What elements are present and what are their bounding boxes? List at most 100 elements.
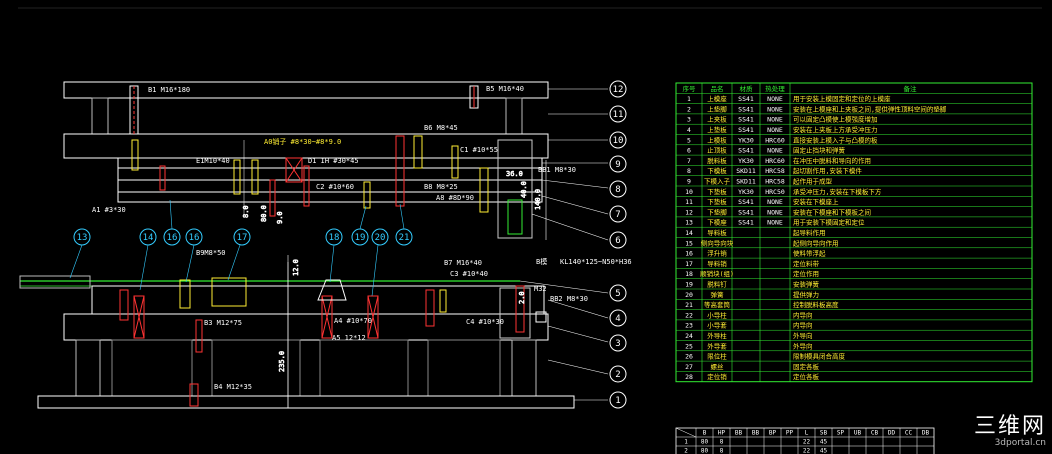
plate-stripper bbox=[117, 191, 543, 203]
label-d1: D1 IH #30*45 bbox=[308, 157, 359, 165]
callout-19: 19 bbox=[351, 205, 369, 246]
label-b6: B6 M8*45 bbox=[424, 124, 458, 132]
bom-cell: HRC60 bbox=[765, 136, 785, 144]
bom-cell: 9 bbox=[687, 178, 691, 186]
label-b4: B4 M12*35 bbox=[214, 383, 252, 391]
bom-header-cell: 序号 bbox=[683, 84, 697, 93]
callout-17: 17 bbox=[227, 228, 251, 281]
bom-cell: 1 bbox=[687, 95, 691, 103]
svg-text:21: 21 bbox=[399, 233, 410, 243]
bom-cell: NONE bbox=[767, 95, 783, 103]
bom-cell: 小导柱 bbox=[707, 310, 727, 319]
callout-21: 21 bbox=[395, 203, 413, 246]
bom-cell: 8 bbox=[687, 167, 691, 175]
svg-text:6: 6 bbox=[615, 236, 620, 246]
upper-spacer-left bbox=[91, 97, 109, 135]
strip-stock bbox=[19, 275, 91, 289]
callouts-right: 12 11 10 9 8 7 6 5 4 3 2 1 bbox=[609, 80, 627, 409]
svg-text:1: 1 bbox=[615, 396, 620, 406]
bom-note-cell: 提供弹力 bbox=[793, 290, 819, 299]
callout-18: 18 bbox=[325, 228, 343, 283]
bom-cell: 下垫板 bbox=[707, 197, 727, 206]
bom-cell: 18 bbox=[685, 270, 693, 278]
svg-text:7: 7 bbox=[615, 210, 620, 220]
lower-spacer-left bbox=[75, 339, 101, 397]
bom-cell: 顺销块(组) bbox=[700, 269, 734, 278]
callout-2: 2 bbox=[609, 365, 627, 383]
bom-cell: 下模座 bbox=[707, 218, 727, 227]
callout-9: 9 bbox=[609, 155, 627, 173]
param-header-cell: PP bbox=[786, 430, 794, 437]
bom-cell: 2 bbox=[687, 105, 691, 113]
bom-note-cell: 直接安装上模入子与凸模的板 bbox=[793, 135, 878, 144]
bom-cell: 4 bbox=[687, 126, 691, 134]
bom-cell: YK30 bbox=[738, 136, 754, 144]
bom-cell: SS41 bbox=[738, 208, 754, 216]
bom-note-cell: 承受冲压力,安装在下模板下方 bbox=[793, 187, 882, 196]
bom-note-cell: 可以固定凸模使上模强度增加 bbox=[793, 115, 878, 124]
bom-cell: 7 bbox=[687, 157, 691, 165]
callout-11: 11 bbox=[609, 105, 627, 123]
bom-note-cell: 在冲压中脱料和导向的作用 bbox=[793, 156, 871, 165]
bom-cell: 25 bbox=[685, 342, 693, 350]
bom-cell: HRC50 bbox=[765, 188, 785, 196]
bom-cell: 下垫板 bbox=[707, 187, 727, 196]
label-a1: A1 #3*30 bbox=[92, 206, 126, 214]
bom-cell: 3 bbox=[687, 116, 691, 124]
bom-cell: 等高套筒 bbox=[704, 300, 731, 309]
svg-text:19: 19 bbox=[355, 233, 366, 243]
bom-cell: YK30 bbox=[738, 188, 754, 196]
bom-note-cell: 起侧向导向作用 bbox=[793, 238, 839, 247]
bom-cell: 上夹板 bbox=[707, 115, 727, 124]
bom-note-cell: 用于安装上模固定和定位的上模座 bbox=[793, 94, 891, 103]
label-bb1: BB1 M8*30 bbox=[538, 166, 576, 174]
param-header-cell: BB bbox=[735, 430, 743, 437]
callout-6: 6 bbox=[609, 231, 627, 249]
bom-cell: NONE bbox=[767, 208, 783, 216]
bom-cell: SKD11 bbox=[736, 167, 756, 175]
bom-cell: 12 bbox=[685, 208, 693, 216]
bom-note-cell: 安装在上模座和上夹板之间,提供弹性顶料空间的垫脚 bbox=[793, 104, 947, 113]
param-cell: 80 bbox=[701, 439, 709, 446]
param-header-cell: HP bbox=[718, 430, 726, 437]
watermark-url: 3dportal.cn bbox=[994, 438, 1046, 448]
die-section bbox=[19, 81, 575, 409]
bom-cell: 21 bbox=[685, 301, 693, 309]
param-cell: 22 bbox=[803, 448, 811, 454]
dim-140: 140.0 bbox=[534, 189, 542, 210]
svg-text:14: 14 bbox=[143, 233, 154, 243]
dim-80a: 8.0 bbox=[242, 205, 250, 218]
guide-right-lower bbox=[499, 287, 531, 339]
param-cell: 45 bbox=[820, 448, 828, 454]
label-c2: C2 #10*60 bbox=[316, 183, 354, 191]
svg-text:9: 9 bbox=[615, 160, 620, 170]
bom-note-cell: 安装弹簧 bbox=[793, 280, 820, 289]
param-cell: 8 bbox=[720, 439, 724, 446]
svg-text:12: 12 bbox=[613, 85, 624, 95]
param-header-cell: UB bbox=[854, 430, 862, 437]
bom-cell: 20 bbox=[685, 291, 693, 299]
bom-note-cell: 使料带浮起 bbox=[793, 249, 826, 258]
callout-4: 4 bbox=[609, 309, 627, 327]
bom-cell: 上垫板 bbox=[707, 125, 727, 134]
callout-5: 5 bbox=[609, 284, 627, 302]
bom-cell: 上垫脚 bbox=[707, 104, 727, 113]
part-labels: B1 M16*180 B5 M16*40 A0销子 #8*30~#8*9.0 B… bbox=[92, 85, 632, 391]
param-header-cell: B bbox=[703, 430, 707, 437]
bom-cell: 上模板 bbox=[707, 135, 727, 144]
watermark: 三维网 3dportal.cn bbox=[974, 416, 1046, 449]
bom-cell: 23 bbox=[685, 322, 693, 330]
label-c1: C1 #10*55 bbox=[460, 146, 498, 154]
svg-text:4: 4 bbox=[615, 314, 620, 324]
bom-cell: YK30 bbox=[738, 157, 754, 165]
callout-13: 13 bbox=[69, 228, 91, 279]
label-c3: C3 #10*40 bbox=[450, 270, 488, 278]
bom-note-cell: 用于安装下模固定和定位 bbox=[793, 218, 865, 227]
bom-note-cell: 固定各板 bbox=[793, 362, 820, 371]
param-cell: 22 bbox=[803, 439, 811, 446]
callout-8: 8 bbox=[609, 180, 627, 198]
lower-inner-block-a bbox=[111, 339, 193, 397]
callout-3: 3 bbox=[609, 334, 627, 352]
bom-cell: HRC60 bbox=[765, 157, 785, 165]
plate-punch-holder bbox=[117, 167, 543, 181]
